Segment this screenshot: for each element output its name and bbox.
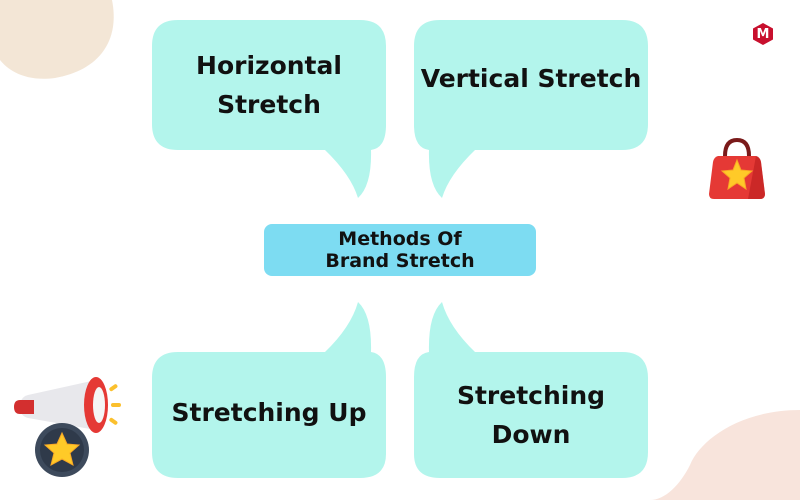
- brand-logo-icon: M: [752, 22, 774, 46]
- bubble-top-right: Vertical Stretch: [414, 20, 648, 136]
- bubble-top-right-line1: Vertical Stretch: [420, 63, 642, 93]
- center-node: Methods Of Brand Stretch: [264, 224, 536, 276]
- bottom-right-blob: [650, 410, 800, 500]
- brand-logo-letter: M: [756, 26, 770, 42]
- bubble-bottom-left-line1: Stretching Up: [171, 397, 367, 427]
- bubble-top-left: Horizontal Stretch: [152, 20, 386, 150]
- bubble-top-left-shape: [152, 20, 386, 198]
- top-left-blob: [0, 0, 114, 79]
- bubble-top-left-line2: Stretch: [217, 90, 321, 119]
- bubble-bottom-right: Stretching Down: [414, 352, 648, 478]
- bubble-bottom-left-shape: [152, 302, 386, 478]
- megaphone-star-icon: [14, 377, 121, 477]
- bubble-top-right-shape: [414, 20, 648, 198]
- bubble-bottom-right-shape: [414, 302, 648, 478]
- center-node-line2: Brand Stretch: [325, 250, 475, 272]
- center-node-line1: Methods Of: [338, 228, 462, 250]
- brand-logo-shape: [753, 23, 773, 45]
- bubble-top-left-line1: Horizontal: [196, 51, 342, 80]
- bubble-bottom-right-line2: Down: [491, 420, 571, 449]
- bubble-bottom-right-line1: Stretching: [456, 381, 606, 410]
- bubble-bottom-left: Stretching Up: [152, 352, 386, 472]
- shopping-bag-star-icon: [709, 137, 765, 199]
